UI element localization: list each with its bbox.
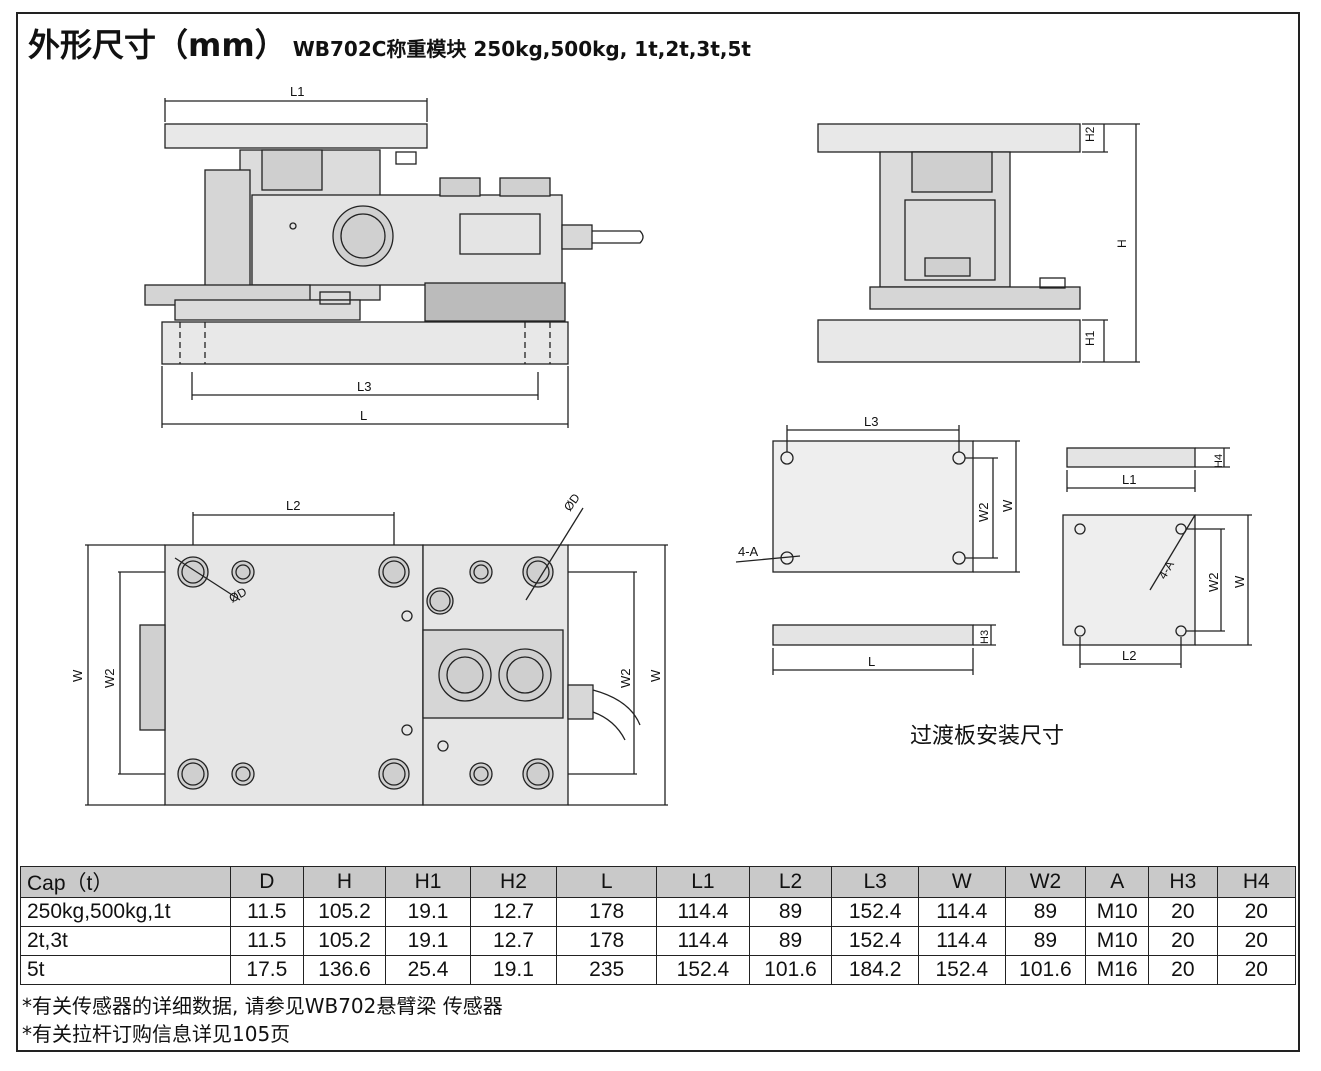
outer-frame <box>16 12 1300 1052</box>
front-view: L1 L3 L <box>144 84 644 428</box>
label-w2-plate-a: W2 <box>976 503 991 523</box>
col-cap: Cap（t） <box>19 866 232 898</box>
table-row: 250kg,500kg,1t 11.5 105.2 19.1 12.7 178 … <box>19 897 1297 927</box>
table-cell: 105.2 <box>302 897 387 927</box>
label-w-left: W <box>70 669 85 682</box>
spec-table: Cap（t） D H H1 H2 L L1 L2 L3 W W2 A H3 H4… <box>19 866 1297 985</box>
title-product: WB702C称重模块 250kg,500kg, 1t,2t,3t,5t <box>292 37 751 61</box>
label-h1: H1 <box>1083 330 1097 346</box>
col-l: L <box>556 866 658 898</box>
label-l2-top: L2 <box>286 498 300 513</box>
label-l3-plate: L3 <box>864 414 878 429</box>
table-cell: 2t,3t <box>19 926 232 956</box>
technical-drawing: L1 L3 L <box>70 84 1252 806</box>
table-cell: 89 <box>1004 897 1087 927</box>
label-w2-plate-b: W2 <box>1206 573 1221 593</box>
col-h1: H1 <box>385 866 471 898</box>
table-cell: 114.4 <box>656 897 750 927</box>
table-cell: 20 <box>1216 955 1297 985</box>
col-h2: H2 <box>469 866 558 898</box>
table-cell: 235 <box>556 955 658 985</box>
table-cell: 19.1 <box>385 897 471 927</box>
label-l2-plate: L2 <box>1122 648 1136 663</box>
label-h2: H2 <box>1083 126 1097 142</box>
col-h: H <box>302 866 387 898</box>
table-cell: 184.2 <box>831 955 919 985</box>
table-cell: 136.6 <box>302 955 387 985</box>
label-w2-left: W2 <box>102 669 117 689</box>
table-cell: 89 <box>1004 926 1087 956</box>
col-h4: H4 <box>1216 866 1297 898</box>
label-h4: H4 <box>1213 454 1225 468</box>
side-view: H2 H1 H <box>817 123 1140 363</box>
col-l3: L3 <box>831 866 919 898</box>
label-l-plate: L <box>868 654 875 669</box>
title-dimensions: 外形尺寸（mm） <box>28 26 287 64</box>
table-cell: 25.4 <box>385 955 471 985</box>
top-view: L2 ØD ØD W W2 W W2 <box>70 491 668 806</box>
col-h3: H3 <box>1148 866 1218 898</box>
table-cell: 114.4 <box>917 926 1006 956</box>
table-cell: 178 <box>556 897 658 927</box>
table-cell: 12.7 <box>469 926 558 956</box>
label-h: H <box>1115 239 1129 248</box>
table-cell: 152.4 <box>831 897 919 927</box>
table-cell: 152.4 <box>831 926 919 956</box>
col-w: W <box>917 866 1006 898</box>
col-w2: W2 <box>1004 866 1087 898</box>
table-cell: 250kg,500kg,1t <box>19 897 232 927</box>
plate-a-view: L3 W2 W 4-A H3 L <box>735 414 1020 675</box>
table-cell: 5t <box>19 955 232 985</box>
label-l-front: L <box>360 408 367 423</box>
table-cell: 11.5 <box>230 897 304 927</box>
table-cell: 20 <box>1216 897 1297 927</box>
label-w-plate-a: W <box>1000 499 1015 512</box>
table-cell: M16 <box>1085 955 1150 985</box>
table-cell: M10 <box>1085 926 1150 956</box>
plate-caption: 过渡板安装尺寸 <box>910 724 1065 749</box>
col-l1: L1 <box>656 866 750 898</box>
label-l1-plate: L1 <box>1122 472 1136 487</box>
table-cell: 114.4 <box>656 926 750 956</box>
footnotes: *有关传感器的详细数据, 请参见WB702悬臂梁 传感器 *有关拉杆订购信息详见… <box>22 992 503 1048</box>
page-title: 外形尺寸（mm）WB702C称重模块 250kg,500kg, 1t,2t,3t… <box>28 20 751 66</box>
table-cell: 20 <box>1148 897 1218 927</box>
table-cell: M10 <box>1085 897 1150 927</box>
table-header-row: Cap（t） D H H1 H2 L L1 L2 L3 W W2 A H3 H4 <box>19 866 1297 898</box>
table-cell: 101.6 <box>748 955 833 985</box>
label-w-right: W <box>648 669 663 682</box>
label-od-right: ØD <box>561 491 583 514</box>
table-cell: 152.4 <box>917 955 1006 985</box>
plate-b-view: H4 L1 4-A W2 W L2 <box>1062 447 1252 668</box>
footnote-sensor: *有关传感器的详细数据, 请参见WB702悬臂梁 传感器 <box>22 994 503 1018</box>
col-d: D <box>230 866 304 898</box>
table-row: 5t 17.5 136.6 25.4 19.1 235 152.4 101.6 … <box>19 955 1297 985</box>
table-cell: 20 <box>1148 926 1218 956</box>
col-l2: L2 <box>748 866 833 898</box>
table-cell: 12.7 <box>469 897 558 927</box>
label-h3: H3 <box>979 630 991 644</box>
table-row: 2t,3t 11.5 105.2 19.1 12.7 178 114.4 89 … <box>19 926 1297 956</box>
table-cell: 20 <box>1148 955 1218 985</box>
table-cell: 89 <box>748 926 833 956</box>
table-cell: 101.6 <box>1004 955 1087 985</box>
label-l3-front: L3 <box>357 379 371 394</box>
table-cell: 114.4 <box>917 897 1006 927</box>
table-cell: 89 <box>748 897 833 927</box>
table-cell: 19.1 <box>385 926 471 956</box>
col-a: A <box>1085 866 1150 898</box>
table-cell: 11.5 <box>230 926 304 956</box>
label-4a-plate-a: 4-A <box>738 544 759 559</box>
label-w-plate-b: W <box>1232 575 1247 588</box>
table-cell: 105.2 <box>302 926 387 956</box>
table-cell: 178 <box>556 926 658 956</box>
table-cell: 17.5 <box>230 955 304 985</box>
label-l1-front: L1 <box>290 84 304 99</box>
table-cell: 19.1 <box>469 955 558 985</box>
label-w2-right: W2 <box>618 669 633 689</box>
table-cell: 20 <box>1216 926 1297 956</box>
table-cell: 152.4 <box>656 955 750 985</box>
footnote-tie-rod: *有关拉杆订购信息详见105页 <box>22 1022 291 1046</box>
